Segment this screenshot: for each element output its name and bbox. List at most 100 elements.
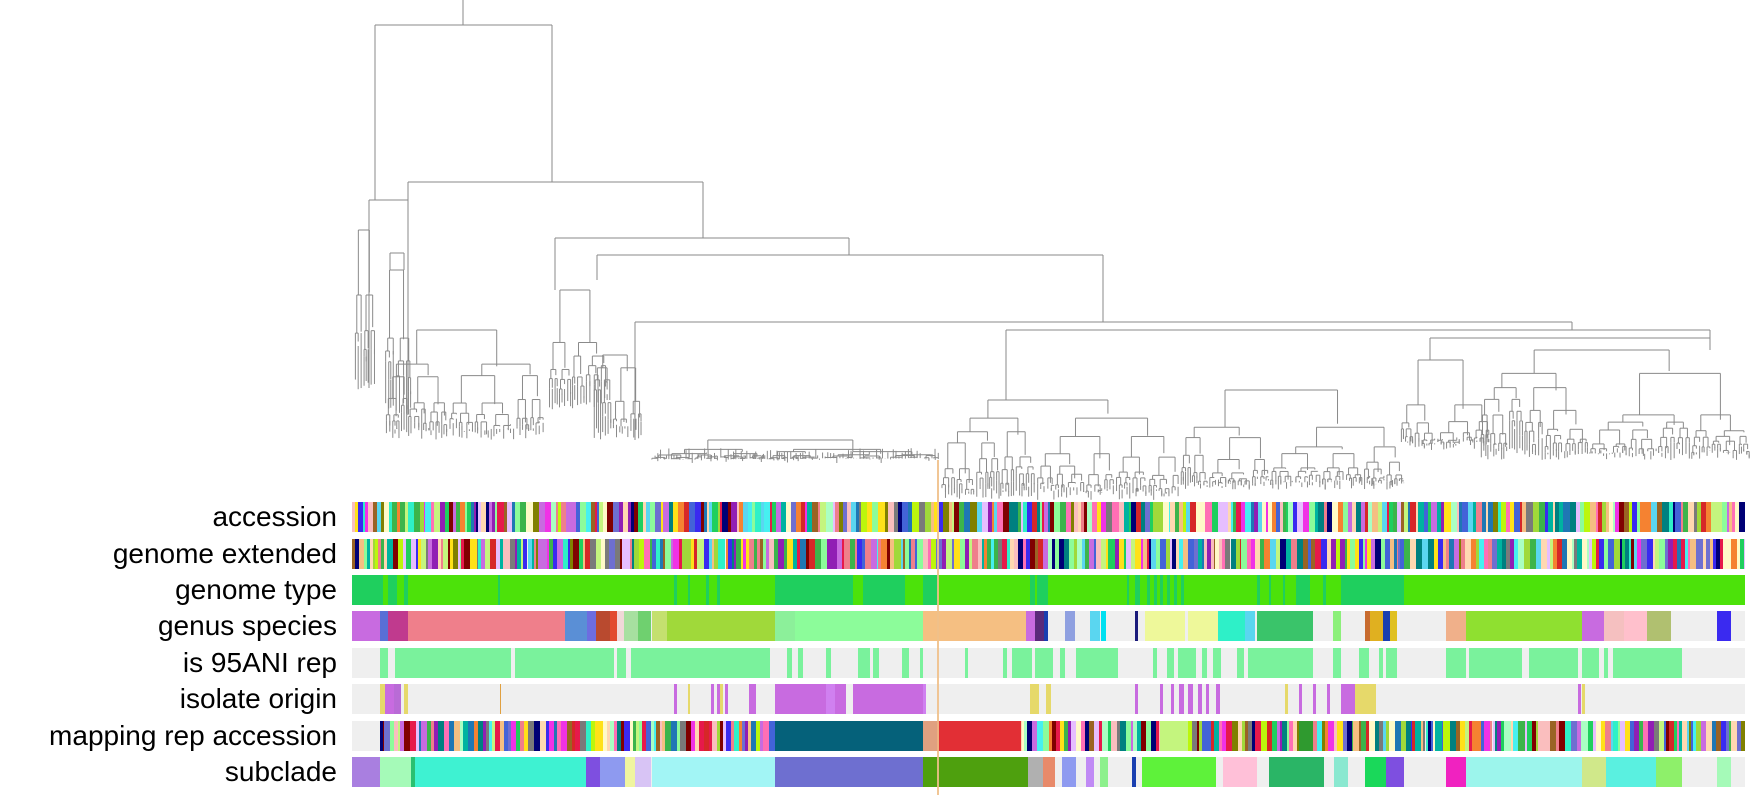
track-segment: [1318, 502, 1325, 532]
track-bar: [687, 684, 691, 714]
track-segment: [1043, 539, 1048, 569]
track-segment: [496, 539, 501, 569]
track-segment: [1135, 539, 1142, 569]
track-segment: [1213, 721, 1219, 751]
track-segment: [984, 539, 988, 569]
track-segment: [646, 502, 651, 532]
track-bar: [1034, 648, 1053, 678]
track-segment: [566, 721, 572, 751]
track-segment: [1084, 502, 1088, 532]
track-segment: [551, 502, 556, 532]
track-segment: [1211, 502, 1218, 532]
track-bar: [1059, 648, 1066, 678]
track-bar: [1469, 648, 1523, 678]
track-segment: [1245, 721, 1248, 751]
track-segment: [1267, 502, 1273, 532]
track-segment: [638, 721, 642, 751]
track-segment: [1687, 721, 1690, 751]
track-segment: [1648, 721, 1655, 751]
track-segment: [728, 502, 731, 532]
track-bar: [414, 757, 586, 787]
track-segment: [1580, 502, 1585, 532]
track-segment: [1441, 502, 1445, 532]
track-segment: [1690, 539, 1697, 569]
track-segment: [1047, 539, 1052, 569]
track-bar: [637, 611, 652, 641]
track-segment: [1292, 721, 1297, 751]
track-segment: [1382, 721, 1386, 751]
track-segment: [1232, 721, 1238, 751]
track-segment: [1202, 539, 1205, 569]
track-segment: [391, 502, 398, 532]
track-segment: [1087, 502, 1093, 532]
track-bar: [379, 684, 386, 714]
track-bar: [395, 648, 408, 678]
track-segment: [661, 721, 665, 751]
track-segment: [1272, 502, 1277, 532]
track-segment: [1672, 539, 1678, 569]
track-segment: [656, 721, 661, 751]
track-segment: [1068, 539, 1074, 569]
track-segment: [1640, 539, 1647, 569]
track-segment: [1656, 502, 1663, 532]
track-bar: [1313, 684, 1316, 714]
track-segment: [380, 502, 385, 532]
track-segment: [1500, 502, 1507, 532]
track-segment: [1296, 539, 1304, 569]
track-segment: [943, 502, 949, 532]
track-segment: [1500, 721, 1505, 751]
track-segment: [753, 539, 758, 569]
track-segment: [438, 721, 445, 751]
track-segment: [1678, 721, 1683, 751]
track-segment: [1664, 721, 1667, 751]
row-label: subclade: [224, 756, 337, 787]
track-segment: [1101, 721, 1108, 751]
track-segment: [924, 502, 931, 532]
track-segment: [1100, 539, 1107, 569]
track-segment: [1073, 539, 1077, 569]
track-segment: [1030, 539, 1035, 569]
track-bar: [1582, 757, 1606, 787]
track-segment: [1421, 721, 1424, 751]
track-segment: [1067, 721, 1072, 751]
track-segment: [887, 502, 895, 532]
track-segment: [1366, 721, 1369, 751]
row-label: genome type: [175, 574, 337, 605]
track-segment: [1364, 502, 1368, 532]
track-segment: [1261, 502, 1266, 532]
track-segment: [380, 539, 384, 569]
track-segment: [1622, 539, 1626, 569]
track-segment: [1433, 539, 1439, 569]
track-segment: [1276, 539, 1281, 569]
track-segment: [786, 502, 791, 532]
track-bar: [902, 648, 910, 678]
track-segment: [1526, 502, 1533, 532]
track-segment: [1605, 502, 1609, 532]
track-bar: [1247, 648, 1258, 678]
track-segment: [1187, 539, 1194, 569]
track-segment: [987, 539, 992, 569]
track-segment: [1287, 502, 1293, 532]
track-segment: [721, 502, 729, 532]
track-bar: [609, 611, 617, 641]
track-segment: [405, 539, 412, 569]
track-bar: [595, 611, 610, 641]
track-segment: [703, 502, 707, 532]
track-segment: [1726, 502, 1730, 532]
track-segment: [519, 502, 526, 532]
track-segment: [1563, 502, 1570, 532]
track-bar: [786, 648, 793, 678]
track-segment: [884, 502, 888, 532]
track-segment: [1363, 539, 1366, 569]
track-segment: [1691, 721, 1694, 751]
track-segment: [1385, 721, 1390, 751]
track-segment: [1681, 539, 1686, 569]
track-segment: [673, 539, 679, 569]
track-segment: [712, 539, 715, 569]
track-bar: [1370, 611, 1383, 641]
track-bar: [1144, 611, 1185, 641]
track-segment: [478, 539, 482, 569]
track-segment: [485, 539, 490, 569]
track-segment: [603, 502, 607, 532]
track-segment: [1065, 502, 1071, 532]
